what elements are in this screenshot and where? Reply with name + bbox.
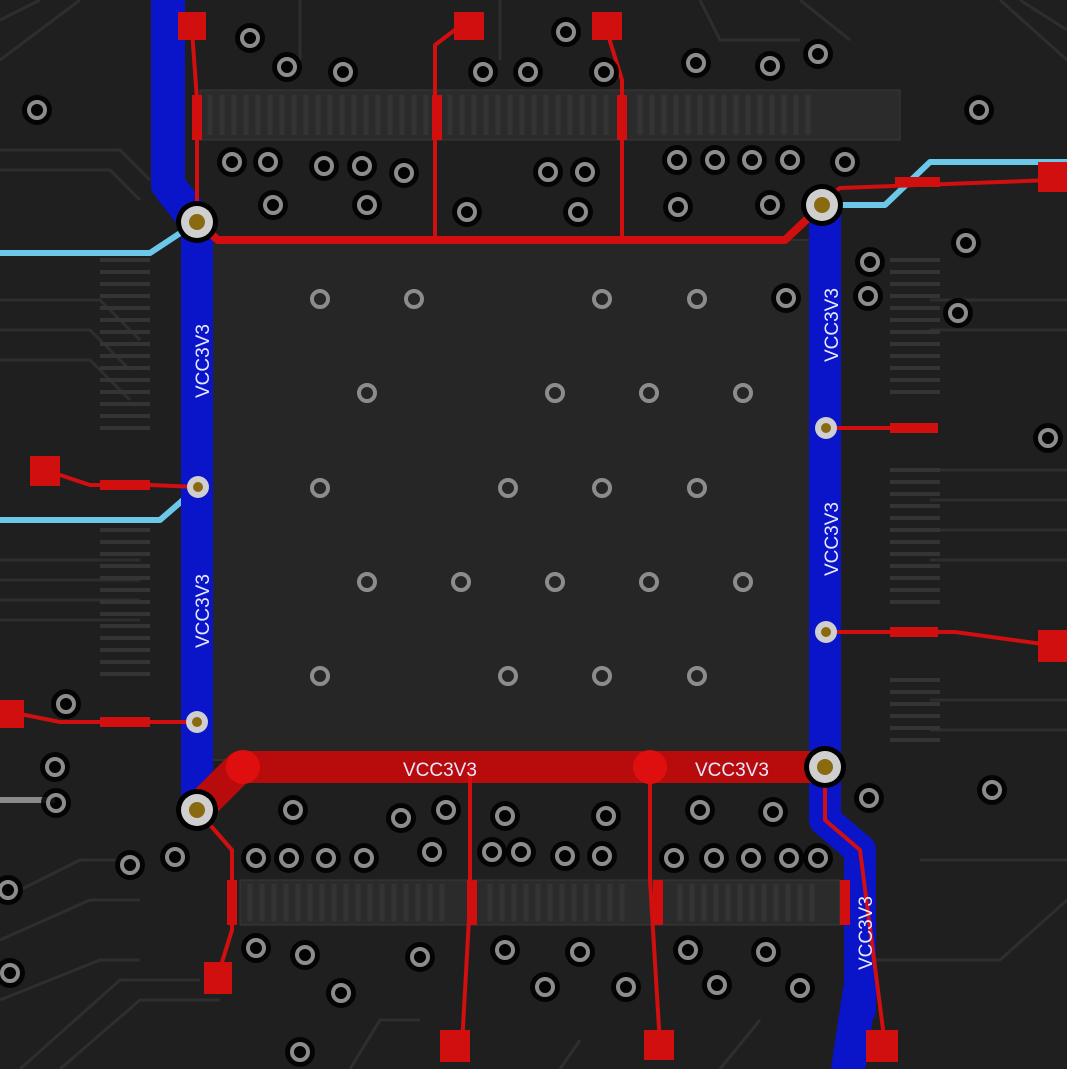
net-label-left-lower: VCC3V3 [193, 574, 214, 648]
smd-pads[interactable] [0, 12, 1067, 1062]
signal-vias [0, 17, 1063, 1067]
pad-bottom-4 [866, 1030, 898, 1062]
pad-left-2 [0, 700, 24, 728]
net-label-right-upper: VCC3V3 [822, 288, 843, 362]
net-label-bottom-left: VCC3V3 [403, 760, 477, 781]
net-label-right-middle: VCC3V3 [822, 502, 843, 576]
pad-fingers-top [207, 95, 811, 135]
pad-fingers-bottom [247, 884, 815, 921]
pad-bottom-3 [644, 1030, 674, 1060]
pad-top-2 [454, 12, 484, 40]
pad-bottom-1 [204, 962, 232, 994]
thermal-vias [310, 289, 753, 686]
net-label-bottom-right: VCC3V3 [695, 760, 769, 781]
pad-top-1 [178, 12, 206, 40]
small-power-vias[interactable] [186, 417, 837, 733]
pad-bottom-2 [440, 1030, 470, 1062]
pad-top-3 [592, 12, 622, 40]
pad-left-1 [30, 456, 60, 486]
net-label-bottom-corner: VCC3V3 [856, 896, 877, 970]
net-label-left-upper: VCC3V3 [193, 324, 214, 398]
pad-columns-side [100, 258, 940, 742]
vcc-rail-right-bottom [831, 973, 877, 1069]
power-vias[interactable] [176, 184, 846, 831]
pad-right-2 [1038, 630, 1067, 662]
vcc-bar-nodes [226, 750, 667, 784]
top-copper-thick-segments [100, 95, 940, 925]
pad-right-1 [1038, 162, 1067, 192]
